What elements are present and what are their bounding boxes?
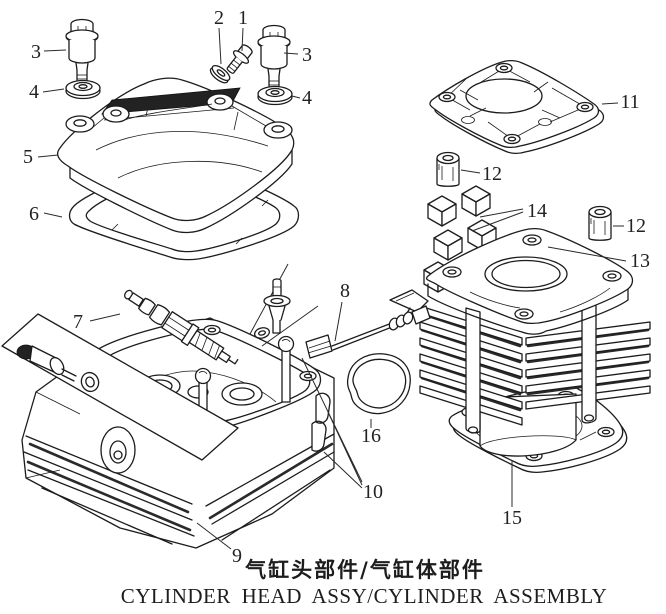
head-gasket-drawing <box>429 59 605 155</box>
cylinder-drawing <box>419 227 651 457</box>
seal-oring-detail <box>80 371 100 393</box>
leader-lines <box>37 27 627 550</box>
valve-cover-drawing <box>57 77 295 234</box>
callout-7: 7 <box>73 311 83 333</box>
cylinder-stud-channel-right <box>581 295 597 424</box>
callout-3-left: 3 <box>31 41 41 63</box>
valve-detail-inset-center <box>249 263 319 347</box>
spark-plug-boss <box>100 426 136 474</box>
dowel-pin-top-drawing <box>436 151 460 187</box>
caption-english: CYLINDER HEAD ASSY/CYLINDER ASSEMBLY <box>121 584 608 608</box>
callout-9: 9 <box>232 545 242 567</box>
callout-2: 2 <box>214 7 224 29</box>
callout-13: 13 <box>630 250 650 272</box>
callout-4-right: 4 <box>302 87 312 109</box>
callout-15: 15 <box>502 507 522 529</box>
callout-4-left: 4 <box>29 81 39 103</box>
plain-washer-2 <box>209 64 231 84</box>
valve-detail-inset-left <box>1 313 239 461</box>
callout-10: 10 <box>363 481 383 503</box>
cylinder-fins-left <box>419 305 523 426</box>
seal-washer-left <box>65 79 101 100</box>
callout-14: 14 <box>527 200 547 222</box>
valve-cover-bolt-left <box>65 18 99 87</box>
callout-6: 6 <box>29 203 39 225</box>
callout-3-right: 3 <box>302 44 312 66</box>
callout-12-top: 12 <box>482 163 502 185</box>
tappet-detail <box>16 344 77 382</box>
callout-1: 1 <box>238 7 248 29</box>
callout-labels: 1 2 3 3 4 4 5 6 7 8 9 10 11 12 12 13 14 … <box>23 7 650 567</box>
flange-bolt-1 <box>226 44 253 74</box>
oring-gasket-drawing <box>346 353 411 415</box>
callout-8: 8 <box>340 280 350 302</box>
caption-chinese: 气缸头部件/气缸体部件 <box>244 557 485 582</box>
dowel-pin-right-drawing <box>588 205 612 241</box>
seal-washer-right <box>257 85 293 106</box>
spark-plug-drawing <box>124 289 239 365</box>
callout-12-right: 12 <box>626 215 646 237</box>
valve-cover-bolt-right <box>257 24 291 93</box>
cylinder-stud-channel-left <box>465 307 481 434</box>
callout-5: 5 <box>23 146 33 168</box>
callout-11: 11 <box>620 91 639 113</box>
callout-16: 16 <box>361 425 381 447</box>
cam-chain-tensioner-drawing <box>305 289 431 359</box>
